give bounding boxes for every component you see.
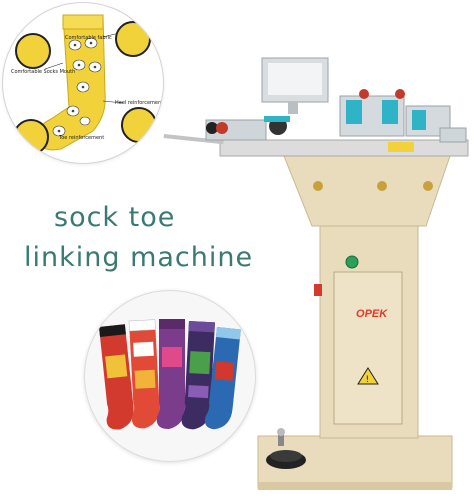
svg-text:!: ! bbox=[366, 375, 370, 385]
socks-illustration bbox=[99, 319, 241, 430]
mouth-detail-dot bbox=[15, 33, 51, 69]
heel-detail-dot bbox=[121, 107, 157, 143]
heading-line-2: linking machine bbox=[24, 242, 254, 273]
socks-product-circle bbox=[84, 290, 256, 462]
brand-logo: OPEK bbox=[356, 302, 387, 321]
fabric-detail-dot bbox=[115, 21, 151, 57]
heading-line-1: sock toe bbox=[54, 202, 176, 233]
callout-toe-reinforcement: Toe reinforcement bbox=[59, 135, 105, 141]
toe-detail-dot bbox=[13, 119, 49, 155]
sock-detail-circle: Comfortable fabric Comfortable Socks Mou… bbox=[2, 2, 164, 164]
callout-comfortable-socks-mouth: Comfortable Socks Mouth bbox=[11, 69, 76, 75]
callout-comfortable-fabric: Comfortable fabric bbox=[65, 35, 112, 41]
foot-pedal-icon bbox=[266, 428, 306, 469]
toe-linking-machine: ! OPEK bbox=[160, 50, 470, 500]
machine-illustration: ! bbox=[163, 57, 469, 490]
warning-triangle-icon: ! bbox=[357, 367, 379, 385]
brand-name: PEK bbox=[364, 308, 388, 320]
brand-mark: O bbox=[356, 308, 365, 320]
callout-heel-reinforcement: Heel reinforcement bbox=[115, 100, 164, 106]
sock-detail-icon bbox=[36, 14, 124, 151]
